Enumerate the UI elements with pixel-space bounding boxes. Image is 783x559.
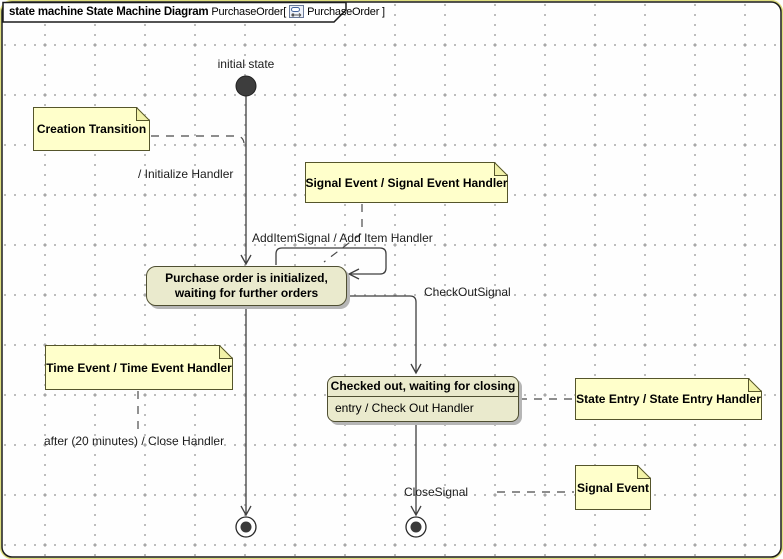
note-text: State Entry / State Entry Handler	[576, 392, 761, 406]
final-state-node-right[interactable]	[405, 516, 427, 538]
note-text: Creation Transition	[36, 122, 147, 136]
initial-state-label[interactable]: initial state	[217, 57, 275, 71]
label-check-out-signal[interactable]: CheckOutSignal	[424, 285, 511, 299]
state-title: Checked out, waiting for closing	[328, 377, 518, 397]
transition-check-out[interactable]	[347, 295, 422, 375]
note-fold-icon	[494, 162, 508, 176]
transition-initialize[interactable]	[240, 96, 252, 266]
transition-after-timeout[interactable]	[240, 306, 252, 517]
state-purchase-order-initialized[interactable]: Purchase order is initialized, waiting f…	[146, 266, 347, 306]
note-signal-event-handler[interactable]: Signal Event / Signal Event Handler	[305, 162, 508, 203]
label-after-close-handler[interactable]: after (20 minutes) / Close Handler	[44, 434, 225, 448]
label-add-item-signal[interactable]: AddItemSignal / Add Item Handler	[252, 231, 433, 245]
note-signal-event[interactable]: Signal Event	[575, 465, 651, 510]
diagram-title: State Machine Diagram	[86, 6, 209, 18]
frame-label-tab[interactable]	[2, 1, 347, 23]
frame-instance: PurchaseOrder	[307, 6, 380, 18]
transition-close-signal[interactable]	[410, 422, 422, 517]
note-text: Signal Event / Signal Event Handler	[305, 175, 508, 190]
state-title-line: waiting for further orders	[174, 286, 319, 300]
label-initialize-handler[interactable]: / Initialize Handler	[138, 167, 234, 181]
note-text: Signal Event	[576, 480, 650, 495]
label-close-signal[interactable]: CloseSignal	[404, 485, 469, 499]
note-text: Time Event / Time Event Handler	[46, 360, 232, 375]
frame-bracket: ]	[382, 6, 385, 18]
note-state-entry-handler[interactable]: State Entry / State Entry Handler	[575, 378, 762, 420]
frame-label[interactable]: state machine State Machine Diagram Purc…	[9, 4, 385, 20]
initial-state-node[interactable]	[235, 75, 257, 97]
note-time-event-handler[interactable]: Time Event / Time Event Handler	[45, 345, 233, 390]
note-creation-transition[interactable]: Creation Transition	[33, 107, 150, 151]
anchor-creation-note[interactable]	[151, 135, 245, 144]
anchor-signal-event-top-note[interactable]	[323, 204, 363, 263]
note-fold-icon	[136, 107, 150, 121]
state-machine-diagram-icon	[289, 5, 305, 23]
note-fold-icon	[637, 465, 651, 479]
note-fold-icon	[748, 378, 762, 392]
transition-add-item-self-loop[interactable]	[275, 247, 387, 280]
state-checked-out[interactable]: Checked out, waiting for closing entry /…	[327, 376, 519, 422]
note-fold-icon	[219, 345, 233, 359]
state-entry-activity: entry / Check Out Handler	[335, 401, 474, 415]
frame-context: PurchaseOrder[	[211, 6, 287, 18]
frame-keyword: state machine	[9, 6, 84, 18]
final-state-node-left[interactable]	[235, 516, 257, 538]
state-title-line: Purchase order is initialized,	[165, 271, 328, 285]
